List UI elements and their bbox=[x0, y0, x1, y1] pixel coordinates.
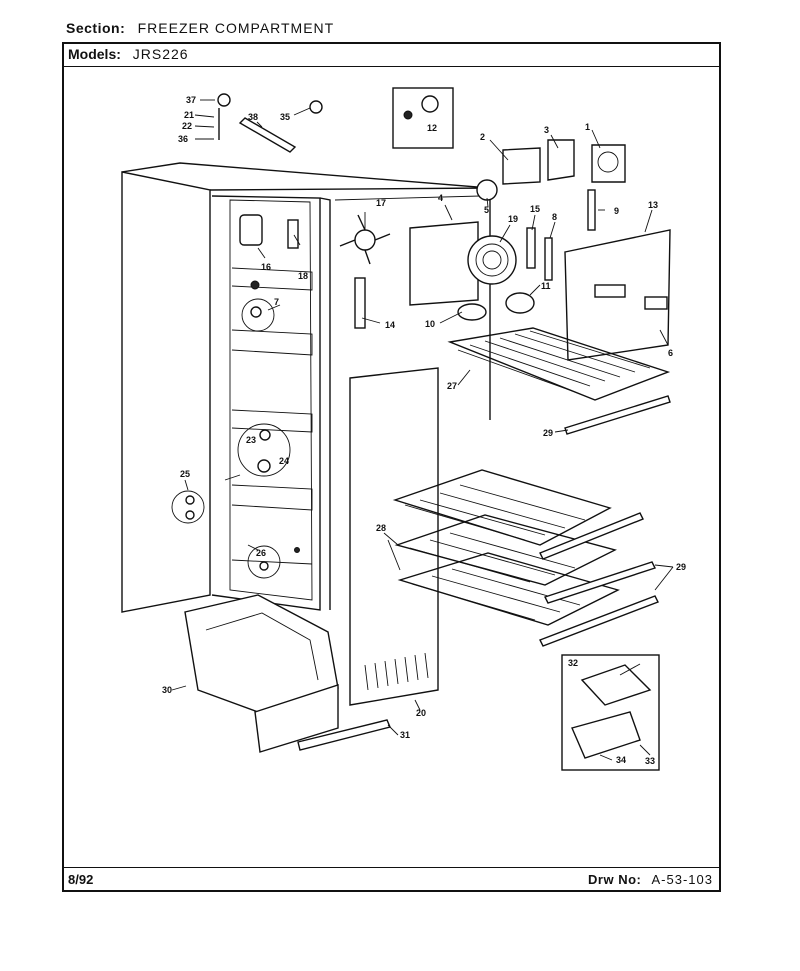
callout-25: 25 bbox=[180, 469, 190, 479]
callout-29-b: 29 bbox=[676, 562, 686, 572]
callout-33: 33 bbox=[645, 756, 655, 766]
revision-date: 8/92 bbox=[68, 872, 94, 887]
callout-14: 14 bbox=[385, 320, 395, 330]
callout-3: 3 bbox=[544, 125, 549, 135]
callout-26: 26 bbox=[256, 548, 266, 558]
callout-34: 34 bbox=[616, 755, 626, 765]
callout-6: 6 bbox=[668, 348, 673, 358]
callout-36: 36 bbox=[178, 134, 188, 144]
drawing-label: Drw No: bbox=[588, 872, 642, 887]
top-hardware bbox=[217, 87, 454, 153]
callout-2: 2 bbox=[480, 132, 485, 142]
callout-20: 20 bbox=[416, 708, 426, 718]
models-header: Models: JRS226 bbox=[68, 46, 189, 62]
models-label: Models: bbox=[68, 46, 121, 62]
callout-1: 1 bbox=[585, 122, 590, 132]
ice-tray-inset bbox=[561, 654, 660, 771]
section-label: Section: bbox=[66, 20, 126, 36]
callout-35: 35 bbox=[280, 112, 290, 122]
lower-wire-shelves bbox=[392, 469, 659, 647]
divider-panel bbox=[349, 367, 439, 706]
callout-37: 37 bbox=[186, 95, 196, 105]
callout-16: 16 bbox=[261, 262, 271, 272]
callout-10: 10 bbox=[425, 319, 435, 329]
section-value: FREEZER COMPARTMENT bbox=[137, 20, 335, 36]
drawing-number: Drw No: A-53-103 bbox=[588, 872, 713, 887]
callout-5: 5 bbox=[484, 205, 489, 215]
callout-11: 11 bbox=[541, 281, 551, 291]
callout-29-a: 29 bbox=[543, 428, 553, 438]
footer-divider bbox=[64, 867, 719, 868]
callout-32: 32 bbox=[568, 658, 578, 668]
callout-9: 9 bbox=[614, 206, 619, 216]
upper-wire-shelf bbox=[447, 327, 671, 435]
callout-7: 7 bbox=[274, 297, 279, 307]
models-value: JRS226 bbox=[132, 46, 189, 62]
callout-13: 13 bbox=[648, 200, 658, 210]
callout-15: 15 bbox=[530, 204, 540, 214]
freezer-bin bbox=[184, 594, 391, 753]
drawing-number-value: A-53-103 bbox=[651, 872, 713, 887]
section-header: Section: FREEZER COMPARTMENT bbox=[66, 20, 334, 36]
callout-30: 30 bbox=[162, 685, 172, 695]
callout-18: 18 bbox=[298, 271, 308, 281]
callout-31: 31 bbox=[400, 730, 410, 740]
leader-lines bbox=[171, 99, 674, 761]
header-divider bbox=[64, 66, 719, 67]
callout-27: 27 bbox=[447, 381, 457, 391]
diagram-frame: Models: JRS226 8/92 Drw No: A-53-103 bbox=[62, 42, 721, 892]
fan-assembly bbox=[339, 179, 596, 329]
evaporator-cover bbox=[564, 229, 671, 361]
callout-12: 12 bbox=[427, 123, 437, 133]
callout-23: 23 bbox=[246, 435, 256, 445]
callout-17: 17 bbox=[376, 198, 386, 208]
callout-21: 21 bbox=[184, 110, 194, 120]
callout-24: 24 bbox=[279, 456, 289, 466]
callout-22: 22 bbox=[182, 121, 192, 131]
callout-8: 8 bbox=[552, 212, 557, 222]
callout-19: 19 bbox=[508, 214, 518, 224]
small-fasteners bbox=[171, 298, 300, 579]
upper-brackets bbox=[502, 139, 626, 185]
callout-38: 38 bbox=[248, 112, 258, 122]
callout-numbers: 37 21 22 36 38 35 12 2 3 1 4 5 19 15 8 9… bbox=[162, 95, 686, 766]
callout-4: 4 bbox=[438, 193, 443, 203]
callout-28: 28 bbox=[376, 523, 386, 533]
